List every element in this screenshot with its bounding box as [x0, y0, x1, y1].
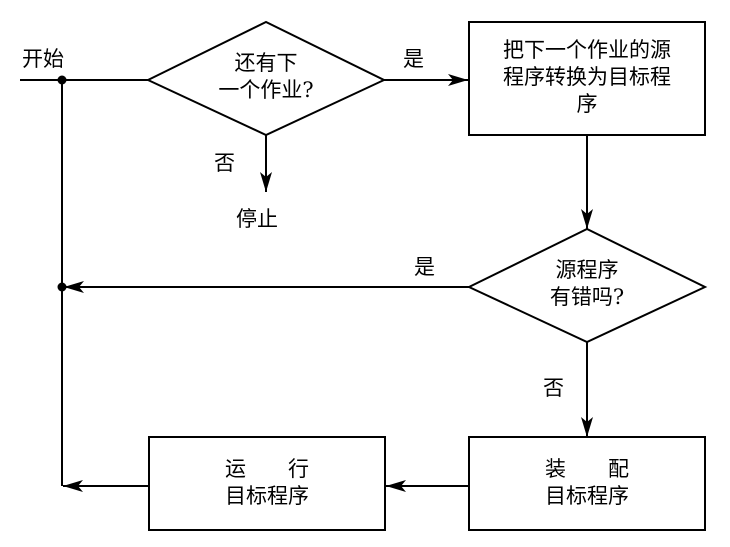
decision-next-job-line2: 一个作业? [218, 78, 314, 102]
process-run-line2: 目标程序 [225, 484, 309, 508]
junction-dot-top [57, 75, 67, 85]
process-run: 运 行 目标程序 [149, 456, 385, 510]
process-load-line1: 装 配 [545, 457, 629, 481]
decision-next-job-line1: 还有下 [234, 51, 298, 75]
edge-label-has-error-yes: 是 [414, 255, 435, 279]
edge-label-has-error-no: 否 [543, 376, 564, 400]
edge-label-next-job-yes: 是 [403, 47, 424, 71]
process-run-shape [148, 436, 386, 531]
decision-has-error-line2: 有错吗? [549, 285, 625, 309]
process-load: 装 配 目标程序 [469, 456, 705, 510]
decision-has-error-line1: 源程序 [555, 258, 619, 282]
process-load-shape [468, 436, 706, 531]
process-translate: 把下一个作业的源 程序转换为目标程 序 [469, 37, 705, 118]
junction-dot-middle [57, 282, 67, 292]
stop-label: 停止 [236, 207, 278, 231]
edge-label-next-job-no: 否 [214, 151, 235, 175]
process-load-line2: 目标程序 [545, 484, 629, 508]
process-translate-line3: 序 [576, 92, 598, 116]
decision-has-error-shape [466, 227, 708, 344]
process-translate-line1: 把下一个作业的源 [503, 38, 671, 62]
start-label: 开始 [22, 47, 64, 71]
process-translate-line2: 程序转换为目标程 [503, 65, 671, 89]
decision-next-job: 还有下 一个作业? [148, 50, 384, 104]
process-run-line1: 运 行 [225, 457, 309, 481]
decision-has-error: 源程序 有错吗? [469, 257, 705, 311]
